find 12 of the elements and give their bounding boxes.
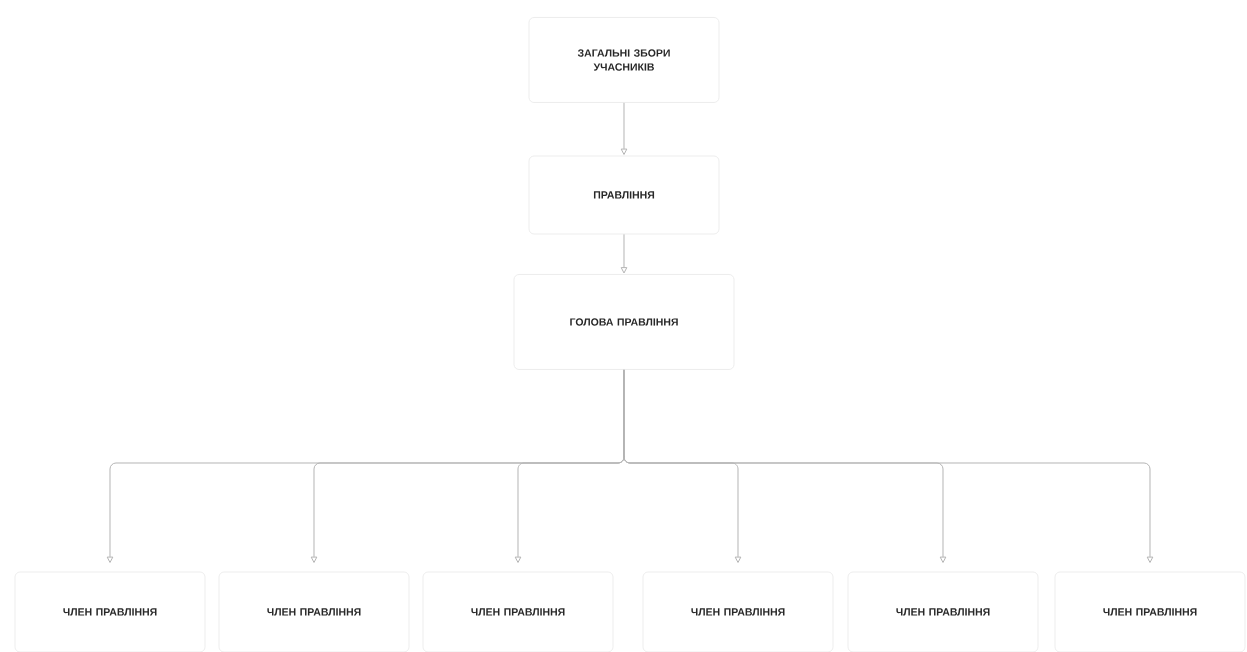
org-box: ГОЛОВА ПРАВЛІННЯ <box>513 274 735 370</box>
org-box: ЧЛЕН ПРАВЛІННЯ <box>847 571 1039 652</box>
org-box: ЧЛЕН ПРАВЛІННЯ <box>218 571 410 652</box>
org-box: ПРАВЛІННЯ <box>528 155 720 235</box>
org-box: ЧЛЕН ПРАВЛІННЯ <box>642 571 834 652</box>
org-box: ЧЛЕН ПРАВЛІННЯ <box>1054 571 1246 652</box>
arrow <box>623 369 1154 563</box>
arrow <box>620 102 628 155</box>
org-box: ЗАГАЛЬНІ ЗБОРИ УЧАСНИКІВ <box>528 17 720 103</box>
arrow <box>620 233 628 274</box>
org-box: ЧЛЕН ПРАВЛІННЯ <box>14 571 206 652</box>
org-box: ЧЛЕН ПРАВЛІННЯ <box>422 571 614 652</box>
